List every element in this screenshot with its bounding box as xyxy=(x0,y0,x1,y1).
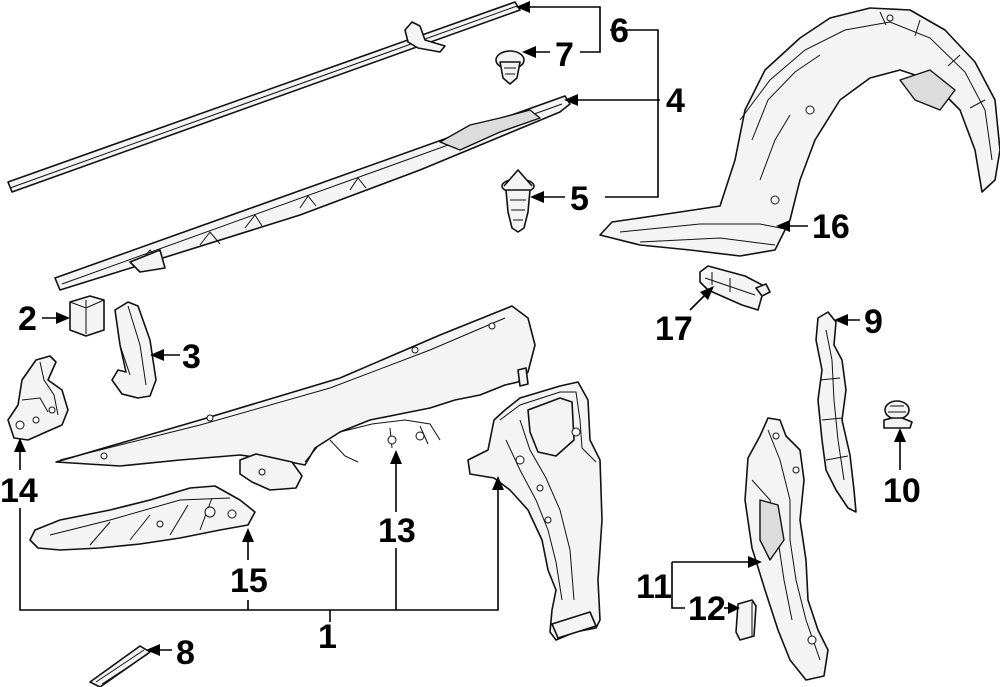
arrow-to-14 xyxy=(14,438,26,452)
callout-16: 16 xyxy=(812,208,850,246)
callout-11: 11 xyxy=(636,568,672,606)
part-weatherstrip-upper xyxy=(7,1,521,193)
arrow-to-4 xyxy=(564,94,578,106)
arrow-to-16 xyxy=(776,220,790,232)
callout-7: 7 xyxy=(555,36,574,74)
callout-labels: 6 7 4 5 16 17 2 3 9 10 14 13 15 1 11 12 … xyxy=(0,12,921,672)
part-bracket-14 xyxy=(7,355,69,441)
part-clip-5 xyxy=(501,169,535,233)
part-bracket-15 xyxy=(29,485,256,551)
part-side-panel xyxy=(467,381,603,641)
part-pad-3 xyxy=(111,301,157,399)
callout-15: 15 xyxy=(230,562,268,600)
arrow-to-5 xyxy=(530,191,544,203)
callout-10: 10 xyxy=(883,472,921,510)
arrow-to-6 xyxy=(516,1,530,13)
arrowheads xyxy=(14,1,906,656)
callout-1: 1 xyxy=(318,618,337,656)
arrow-to-9 xyxy=(834,314,848,326)
arrow-to-10 xyxy=(894,428,906,442)
part-weatherstrip-lower xyxy=(54,95,571,291)
arrow-to-13 xyxy=(390,450,402,464)
arrow-to-17 xyxy=(700,286,714,300)
part-clip-7 xyxy=(495,50,525,85)
arrow-to-2 xyxy=(56,312,70,324)
arrow-to-8 xyxy=(146,644,160,656)
part-fender-liner xyxy=(599,7,1000,257)
callout-9: 9 xyxy=(864,303,883,341)
part-support-11 xyxy=(744,417,829,681)
callout-6: 6 xyxy=(610,12,629,50)
part-clip-10 xyxy=(883,400,913,429)
arrow-to-1 xyxy=(492,476,504,490)
part-front-fender xyxy=(55,305,536,491)
arrow-to-12 xyxy=(728,602,740,614)
arrow-to-7 xyxy=(522,46,536,58)
callout-4: 4 xyxy=(666,82,685,120)
arrow-to-11 xyxy=(748,556,762,568)
callout-2: 2 xyxy=(18,300,37,338)
arrow-to-15 xyxy=(242,528,254,542)
leader-lines xyxy=(19,6,901,651)
part-block-2 xyxy=(69,295,105,337)
callout-12: 12 xyxy=(688,590,726,628)
callout-3: 3 xyxy=(182,338,201,376)
callout-14: 14 xyxy=(0,472,38,510)
callout-8: 8 xyxy=(176,634,195,672)
part-pad-12 xyxy=(735,599,757,641)
callout-13: 13 xyxy=(378,512,416,550)
part-seal-9 xyxy=(815,311,857,513)
callout-5: 5 xyxy=(570,180,589,218)
part-molding-8 xyxy=(89,645,151,687)
callout-17: 17 xyxy=(655,310,693,348)
part-bracket-17 xyxy=(699,265,771,311)
arrow-to-3 xyxy=(150,349,164,361)
